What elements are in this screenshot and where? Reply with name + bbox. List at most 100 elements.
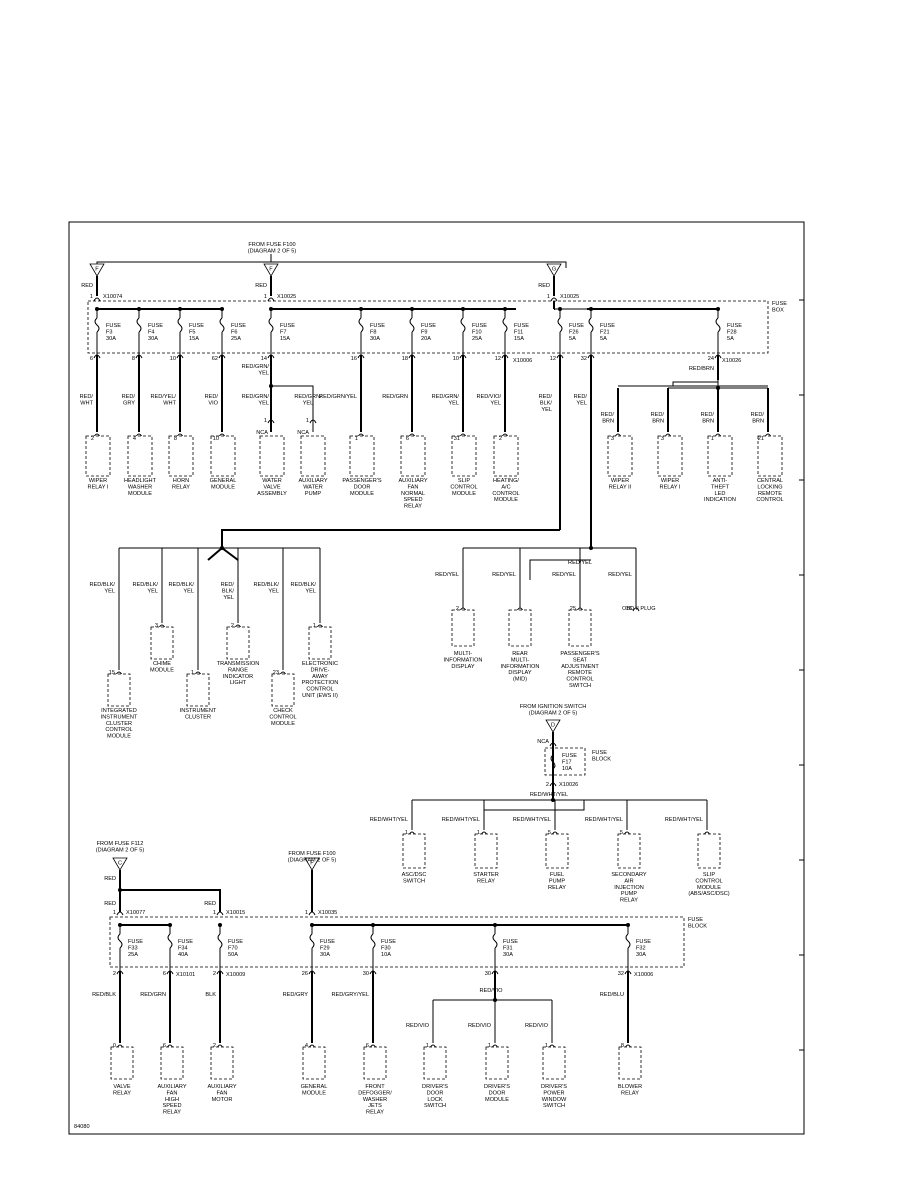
fuse-label: F33 <box>128 945 138 951</box>
wire-color: YEL <box>576 400 587 406</box>
wire-color: RED/ <box>701 412 715 418</box>
component-check <box>271 673 295 707</box>
component-label: RELAY <box>404 504 422 510</box>
component-label: CONTROL <box>269 714 296 720</box>
component-drivers <box>542 1046 566 1080</box>
from-label: FROM IGNITION SWITCH <box>520 704 587 710</box>
connector-id: X10009 <box>226 972 245 978</box>
fuse-label: F9 <box>421 329 428 335</box>
wire-color: YEL <box>147 588 158 594</box>
component-label: WIPER <box>611 478 629 484</box>
component-front <box>363 1046 387 1080</box>
component-label: SPEED <box>163 1103 182 1109</box>
fuse-symbol-f30 <box>370 933 376 949</box>
component-label: MODULE <box>350 491 374 497</box>
component-transmission <box>226 626 250 660</box>
wire-color: YEL <box>104 588 115 594</box>
component-label: (MID) <box>513 677 527 683</box>
pin-head <box>550 297 558 302</box>
wire-color: RED/BLK <box>92 992 116 998</box>
connector-id: X10006 <box>513 358 532 364</box>
pin-number: 1 <box>547 294 550 300</box>
bus-dot <box>503 307 507 311</box>
component-label: MODULE <box>452 491 476 497</box>
wire-color: RED/WHT/YEL <box>530 792 568 798</box>
component-label: INTEGRATED <box>101 708 137 714</box>
component-label: WASHER <box>363 1097 387 1103</box>
connector-id: X10015 <box>226 910 245 916</box>
branch-wire <box>529 559 591 580</box>
component-label: DOOR <box>354 484 371 490</box>
component-label: FAN <box>217 1090 228 1096</box>
pin-number: 10 <box>453 356 459 362</box>
bus-dot <box>371 923 375 927</box>
component-label: DRIVER'S <box>541 1084 567 1090</box>
fuse-label: F29 <box>320 945 330 951</box>
connector-id: X10074 <box>103 294 122 300</box>
component-electronic <box>308 626 332 660</box>
component-label: MODULE <box>697 885 721 891</box>
branch-wire <box>484 800 585 811</box>
fuse-block-label: BLOCK <box>592 756 611 762</box>
pin-number: 8 <box>174 436 177 442</box>
component-label: RELAY <box>163 1110 181 1116</box>
component-label: SWITCH <box>424 1103 446 1109</box>
component-label: CENTRAL <box>757 478 783 484</box>
wire-color: RED/ <box>122 394 136 400</box>
fuse-symbol-f5 <box>177 317 183 333</box>
component-label: HIGH <box>165 1097 179 1103</box>
supply-wire <box>221 529 560 548</box>
component-label: CHECK <box>273 708 293 714</box>
fuse-label: 30A <box>320 952 330 958</box>
pin-number: 1 <box>305 910 308 916</box>
component-label: MULTI- <box>511 657 529 663</box>
wire-color: RED <box>538 283 550 289</box>
fuse-label: 15A <box>514 336 524 342</box>
component-horn <box>168 435 194 477</box>
pin-number: 32 <box>618 971 624 977</box>
component-label: WASHER <box>128 484 152 490</box>
component-label: CONTROL <box>450 484 477 490</box>
wire-color: RED/GRY <box>283 992 309 998</box>
pin-number: 14 <box>261 356 267 362</box>
component-heating <box>493 435 519 477</box>
from-label: (DIAGRAM 2 OF 5) <box>248 248 297 254</box>
component-instrument <box>186 673 210 707</box>
component-label: FRONT <box>365 1084 385 1090</box>
pin-number: 2 <box>213 971 216 977</box>
component-headlight <box>127 435 153 477</box>
feed-line <box>96 261 567 268</box>
component-label: AUXILIARY <box>207 1084 236 1090</box>
component-label: OBD II PLUG <box>622 606 656 612</box>
pin-number: 24 <box>708 356 714 362</box>
source-arrow-c <box>112 857 128 871</box>
component-label: PUMP <box>621 891 637 897</box>
wire-color: RED/VIO <box>468 1023 492 1029</box>
component-label: POWER <box>543 1090 564 1096</box>
component-label: ASSEMBLY <box>257 491 287 497</box>
pin-number: 26 <box>302 971 308 977</box>
wire-color: RED/BRN <box>689 366 714 372</box>
fuse-label: 30A <box>106 336 116 342</box>
fuse-label: 25A <box>128 952 138 958</box>
wire-color: RED/GRY/YEL <box>331 992 369 998</box>
fuse-label: F4 <box>148 329 155 335</box>
bus-dot <box>461 307 465 311</box>
component-label: MODULE <box>494 497 518 503</box>
wire-color: RED/GRN/ <box>294 394 322 400</box>
from-label: (DIAGRAM 2 OF 5) <box>529 710 578 716</box>
nca-label: NCA <box>297 430 309 436</box>
supply-wire <box>207 547 223 561</box>
fuse-label: FUSE <box>636 939 651 945</box>
wire-color: YEL <box>258 400 269 406</box>
component-label: SECONDARY <box>611 872 647 878</box>
fuse-label: 30A <box>370 336 380 342</box>
pin-head <box>267 297 275 302</box>
pin-number: 10 <box>170 356 176 362</box>
component-label: NORMAL <box>401 491 425 497</box>
fuse-symbol-f11 <box>502 317 508 333</box>
fuse-symbol-f8 <box>358 317 364 333</box>
fuse-label: FUSE <box>472 323 487 329</box>
component-label: CONTROL <box>306 687 333 693</box>
